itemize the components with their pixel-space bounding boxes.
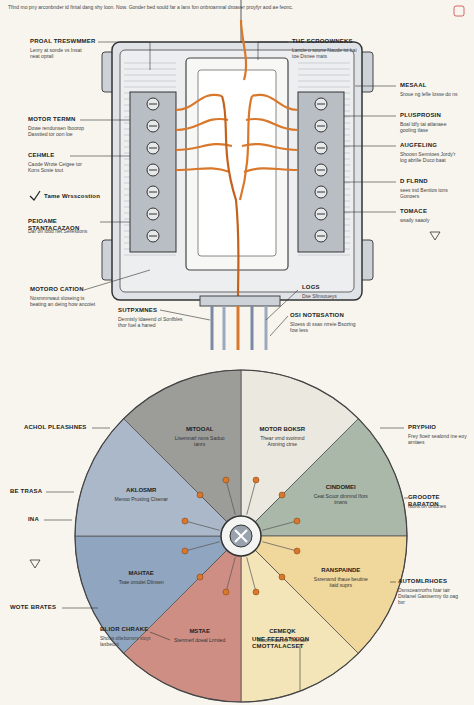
callout-label: MOTOR TERMN — [28, 116, 98, 123]
pie-segment-label: MSTAE Stenmerl doeal Lnrsied — [171, 628, 229, 643]
pie-segment-label: MAHTAE Tsae onsdet Dlinsen — [112, 570, 170, 585]
callout-label: CEHMLE — [28, 152, 98, 159]
callout-note: Dowe rendunsen Iboorop Dasstied tor oon … — [28, 125, 88, 137]
pie-segment-label: RANSPAINDE Ssrenwnd thaue beutine iiaid s… — [312, 567, 370, 588]
callout-note: Isons on ontunes — [408, 503, 468, 509]
pie-segment-label: CEMEQK Rtoorin aanne Thenaei — [253, 628, 311, 643]
callout-label: AUTOMLRHOES — [398, 578, 468, 585]
segment-heading: CEMEQK — [253, 628, 311, 635]
callout-note: Sloess dt ssas nrreie Bsozing fow less — [290, 321, 360, 333]
segment-text: Thear vrnd svoimnd Aroning ctrse — [253, 435, 311, 447]
callout-label: TOMACE — [400, 208, 466, 215]
segment-heading: MITOOAL — [171, 426, 229, 433]
segment-heading: MAHTAE — [112, 570, 170, 577]
callout-note: Dennisly ldaeend ol Sonfbles thor fuel a… — [118, 316, 188, 328]
callout-label: OSI NOTBSATION — [290, 312, 370, 319]
callout-note: Dse Sfinsoueys — [302, 293, 362, 299]
segment-text: Stenmerl doeal Lnrsied — [171, 637, 229, 643]
segment-text: Tsae onsdet Dlinsen — [112, 579, 170, 585]
callout-label: ACHOL PLEASHNES — [24, 424, 90, 431]
callout-label: LOGS — [302, 284, 362, 291]
callout-label: BLIOR CHRAKE — [100, 626, 170, 633]
pie-segment — [241, 536, 358, 702]
callout-note: Dar on lobd net Serestions — [28, 228, 88, 234]
callout-label: PRYPHIO — [408, 424, 468, 431]
pie-segment-label: CINDOMEI Ceat Scuor dtnmnd Ifors tnwns — [312, 484, 370, 505]
segment-heading: CINDOMEI — [312, 484, 370, 491]
callout-label: AUGFELING — [400, 142, 466, 149]
callout-note: Tfind mo pny arconbnder id fintal dang s… — [8, 4, 438, 10]
callout-note: Dsnsceanrorhs foar tair Dstlanel Gastser… — [398, 587, 466, 605]
pie-segment-label: MOTOR BOKSR Thear vrnd svoimnd Aroning ct… — [253, 426, 311, 447]
segment-heading: RANSPAINDE — [312, 567, 370, 574]
segment-text: Ssrenwnd thaue beutine iiaid suprs — [312, 576, 370, 588]
callout-note: Caode Wrote Ceigee tor Kons Sosie tout — [28, 161, 88, 173]
callout-label: THE SCROOWNEKS — [292, 38, 372, 45]
segment-text: Menoo Prusiing Clsenar — [112, 496, 170, 502]
callout-note: Shoosn Sennioes Jordy'r log abrilie Duco… — [400, 151, 462, 163]
callout-note: Shoas oltebonsrs sioyt lasbedot — [100, 635, 162, 647]
callout-label: INA — [28, 516, 48, 523]
pie-segment — [241, 419, 407, 536]
segment-heading: MOTOR BOKSR — [253, 426, 311, 433]
junction-box — [102, 20, 373, 350]
callout-label: PLUSPROSIN — [400, 112, 466, 119]
callout-label: D FLRND — [400, 178, 466, 185]
callout-note: Frey fioeir sealond ine eoy arniaes — [408, 433, 468, 445]
callout-label: BE TRASA — [10, 488, 46, 495]
callout-note: sees tnd Bentios tons Gonoers — [400, 187, 462, 199]
segment-text: Rtoorin aanne Thenaei — [253, 637, 311, 643]
callout-note: Nosmmrwaut sloseing ts beating an deing … — [30, 295, 100, 307]
callout-label: Tame Wrsscostion — [44, 193, 114, 200]
callout-label: MESAAL — [400, 82, 466, 89]
segment-text: Lisemnarl nons Saduo tanrs — [171, 435, 229, 447]
callout-note: Lenry at sonde vs Insat neat oprail — [30, 47, 92, 59]
segment-heading: AKLOSMR — [112, 487, 170, 494]
segment-text: Ceat Scuor dtnmnd Ifors tnwns — [312, 493, 370, 505]
callout-note: Lancie o soune Naude ist bai toe Dsnee m… — [292, 47, 362, 59]
pie-segment — [124, 370, 241, 536]
callout-note: Sroue ng lefle losse do ns — [400, 91, 462, 97]
callout-label: SUTPXMNES — [118, 307, 188, 314]
callout-label: WOTE BRATES — [10, 604, 64, 611]
callout-note: wsaily saaoly — [400, 217, 462, 223]
pie-segment-label: MITOOAL Lisemnarl nons Saduo tanrs — [171, 426, 229, 447]
callout-label: MOTORO CATION — [30, 286, 100, 293]
callout-note: Boal ldfy tai atlanaee gooling tlase — [400, 121, 462, 133]
pie-chart — [75, 370, 407, 702]
pie-segment — [75, 536, 241, 653]
pie-segment-label: AKLOSMR Menoo Prusiing Clsenar — [112, 487, 170, 502]
callout-label: PROAL TRESWMMER — [30, 38, 110, 45]
segment-heading: MSTAE — [171, 628, 229, 635]
